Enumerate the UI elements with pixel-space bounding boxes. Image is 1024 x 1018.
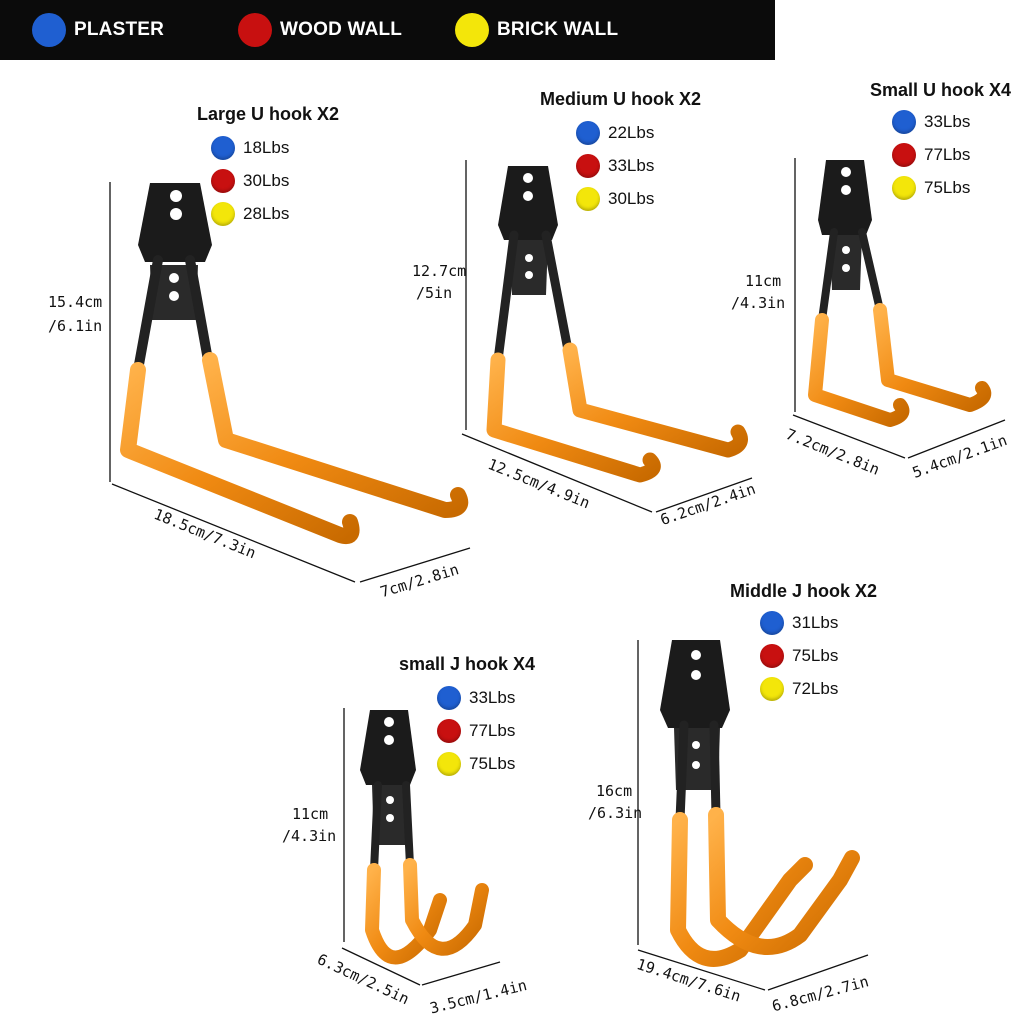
legend-item-brick-wall: BRICK WALL <box>455 13 618 47</box>
yellow-dot-icon <box>455 13 489 47</box>
yellow-dot-icon <box>211 201 235 226</box>
height-dimension-label: /4.3in <box>731 294 786 312</box>
middle-j-hook-group: Middle J hook X2 31Lbs 75Lbs 72Lbs <box>730 581 877 705</box>
rating-value: 77Lbs <box>924 144 971 164</box>
rating-plaster: 18Lbs <box>211 131 339 164</box>
height-dimension-label: 12.7cm <box>412 262 467 280</box>
rating-wood-wall: 33Lbs <box>576 149 701 182</box>
hook-title: Large U hook X2 <box>197 104 340 124</box>
height-dimension-label: /6.1in <box>48 317 103 335</box>
rating-wood-wall: 30Lbs <box>211 164 339 197</box>
rating-value: 72Lbs <box>792 678 839 698</box>
legend-item-wood-wall: WOOD WALL <box>238 13 402 47</box>
red-dot-icon <box>760 643 784 668</box>
legend-label: WOOD WALL <box>280 19 403 40</box>
red-dot-icon <box>437 718 461 743</box>
yellow-dot-icon <box>760 676 784 701</box>
rating-plaster: 22Lbs <box>576 116 701 149</box>
small-j-hook-group: small J hook X4 33Lbs 77Lbs 75Lbs <box>399 654 535 780</box>
rating-value: 28Lbs <box>243 203 290 223</box>
blue-dot-icon <box>760 610 784 635</box>
rating-wood-wall: 77Lbs <box>437 714 535 747</box>
rating-value: 33Lbs <box>608 155 655 175</box>
height-dimension-label: 15.4cm <box>48 293 103 311</box>
dimension-lines <box>109 158 1006 991</box>
rating-value: 18Lbs <box>243 137 290 157</box>
rating-plaster: 31Lbs <box>760 606 877 639</box>
small-u-hook-group: Small U hook X4 33Lbs 77Lbs 75Lbs <box>870 80 1011 204</box>
hook-title: Small U hook X4 <box>870 80 1012 100</box>
red-dot-icon <box>576 153 600 178</box>
rating-brick-wall: 75Lbs <box>437 747 535 780</box>
hook-title: Middle J hook X2 <box>730 581 878 601</box>
legend-label: BRICK WALL <box>497 19 619 40</box>
rating-brick-wall: 28Lbs <box>211 197 339 230</box>
rating-wood-wall: 77Lbs <box>892 138 1011 171</box>
rating-wood-wall: 75Lbs <box>760 639 877 672</box>
height-dimension-label: 11cm <box>292 805 329 823</box>
blue-dot-icon <box>32 13 66 47</box>
medium-u-hook-image <box>486 166 748 483</box>
legend-item-plaster: PLASTER <box>32 13 164 47</box>
blue-dot-icon <box>211 135 235 160</box>
rating-brick-wall: 30Lbs <box>576 182 701 215</box>
middle-j-hook-image <box>660 640 860 967</box>
small-u-hook-image <box>808 160 992 427</box>
yellow-dot-icon <box>576 186 600 211</box>
rating-value: 30Lbs <box>608 188 655 208</box>
red-dot-icon <box>238 13 272 47</box>
hook-title: small J hook X4 <box>399 654 536 674</box>
large-u-hook-group: Large U hook X2 18Lbs 30Lbs 28Lbs <box>197 104 339 230</box>
yellow-dot-icon <box>437 751 461 776</box>
height-dimension-label: /5in <box>416 284 453 302</box>
red-dot-icon <box>211 168 235 193</box>
rating-brick-wall: 75Lbs <box>892 171 1011 204</box>
blue-dot-icon <box>437 685 461 710</box>
rating-value: 75Lbs <box>924 177 971 197</box>
height-dimension-label: /6.3in <box>588 804 643 822</box>
height-dimension-label: 11cm <box>745 272 782 290</box>
rating-value: 22Lbs <box>608 122 655 142</box>
rating-value: 30Lbs <box>243 170 290 190</box>
rating-brick-wall: 72Lbs <box>760 672 877 705</box>
legend-bar: PLASTER WOOD WALL BRICK WALL <box>0 0 775 60</box>
height-dimension-label: /4.3in <box>282 827 337 845</box>
blue-dot-icon <box>892 109 916 134</box>
rating-value: 75Lbs <box>469 753 516 773</box>
yellow-dot-icon <box>892 175 916 200</box>
rating-plaster: 33Lbs <box>437 681 535 714</box>
small-j-hook-image <box>360 710 489 965</box>
medium-u-hook-group: Medium U hook X2 22Lbs 33Lbs 30Lbs <box>540 89 701 215</box>
large-u-hook-image <box>120 183 469 545</box>
legend-label: PLASTER <box>74 19 165 40</box>
hook-title: Medium U hook X2 <box>540 89 702 109</box>
rating-value: 33Lbs <box>924 111 971 131</box>
rating-plaster: 33Lbs <box>892 105 1011 138</box>
rating-value: 31Lbs <box>792 612 839 632</box>
rating-value: 33Lbs <box>469 687 516 707</box>
rating-value: 75Lbs <box>792 645 839 665</box>
blue-dot-icon <box>576 120 600 145</box>
rating-value: 77Lbs <box>469 720 516 740</box>
red-dot-icon <box>892 142 916 167</box>
height-dimension-label: 16cm <box>596 782 633 800</box>
